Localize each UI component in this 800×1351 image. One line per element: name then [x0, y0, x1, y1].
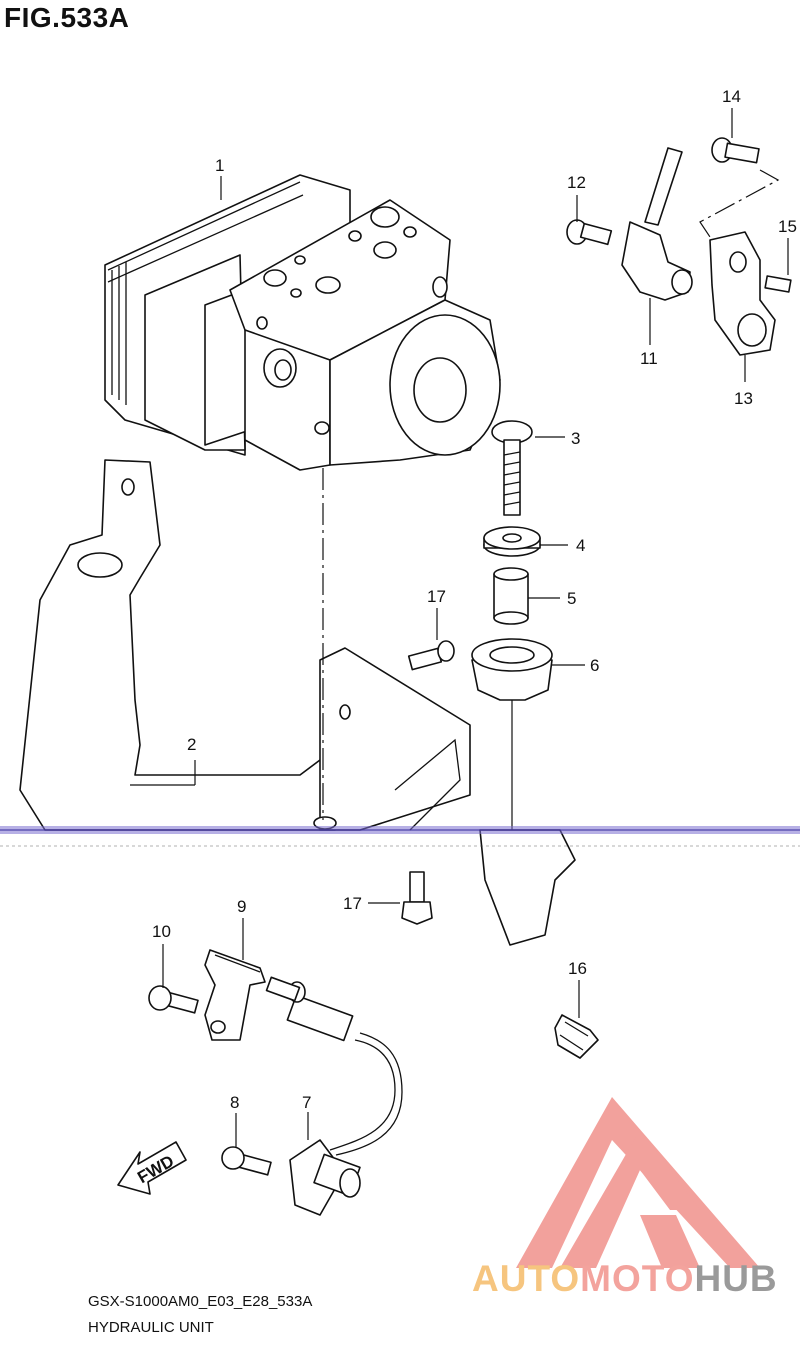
leader-lines — [130, 108, 789, 1148]
callout-17-upper: 17 — [427, 587, 446, 606]
bolt-part-17-lower — [401, 871, 433, 925]
bolt-part-14 — [711, 137, 760, 164]
callout-17-lower: 17 — [343, 894, 362, 913]
callout-15: 15 — [778, 217, 797, 236]
watermark-text: AUTOMOTOHUB — [472, 1258, 778, 1299]
bracket-part-13 — [709, 231, 776, 356]
figure-title: FIG.533A — [4, 2, 130, 33]
collar-part-5 — [493, 567, 529, 625]
model-code: GSX-S1000AM0_E03_E28_533A — [88, 1293, 313, 1310]
hydraulic-unit-part-1 — [104, 174, 501, 471]
section-name: HYDRAULIC UNIT — [88, 1319, 214, 1336]
callout-13: 13 — [734, 389, 753, 408]
callout-6: 6 — [590, 656, 599, 675]
callout-1: 1 — [215, 156, 224, 175]
pin-part-15 — [764, 275, 792, 293]
watermark-logo — [516, 1097, 760, 1268]
callout-3: 3 — [571, 429, 580, 448]
bolt-part-17-upper — [407, 640, 455, 671]
fwd-direction-arrow: FWD — [117, 1141, 187, 1195]
callout-14: 14 — [722, 87, 741, 106]
scan-artifact — [0, 826, 800, 847]
bolt-part-12 — [566, 219, 613, 246]
grommet-part-6 — [471, 638, 553, 701]
bracket-part-2 — [19, 459, 576, 946]
callout-7: 7 — [302, 1093, 311, 1112]
callout-16: 16 — [568, 959, 587, 978]
washer-part-4 — [483, 526, 541, 557]
clamp-part-9 — [204, 949, 301, 1041]
bolt-part-10 — [148, 985, 199, 1014]
bolt-part-8 — [221, 1146, 272, 1176]
wheel-speed-sensor-part-7 — [286, 981, 403, 1216]
clip-part-16 — [554, 1014, 599, 1059]
bolt-part-3 — [491, 420, 533, 516]
callout-labels: 1 2 3 4 5 6 7 8 9 10 11 12 13 14 15 16 1… — [152, 87, 797, 1112]
callout-8: 8 — [230, 1093, 239, 1112]
sensor-part-11 — [621, 147, 693, 301]
callout-2: 2 — [187, 735, 196, 754]
callout-9: 9 — [237, 897, 246, 916]
callout-4: 4 — [576, 536, 585, 555]
callout-11: 11 — [640, 349, 658, 368]
callout-12: 12 — [567, 173, 586, 192]
callout-5: 5 — [567, 589, 576, 608]
callout-10: 10 — [152, 922, 171, 941]
